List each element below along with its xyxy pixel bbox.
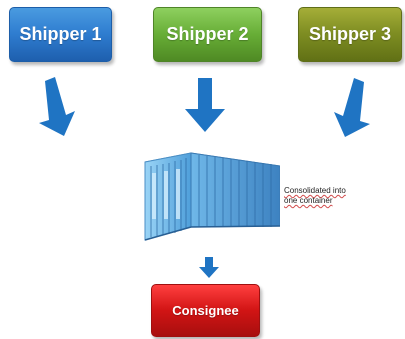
consignee-arrow-icon	[199, 257, 219, 278]
shipper-3-box: Shipper 3	[298, 7, 402, 62]
consolidation-note-line-1: Consolidated into	[284, 186, 346, 195]
consignee-box: Consignee	[151, 284, 260, 337]
shipper-1-box: Shipper 1	[9, 7, 112, 62]
shipper-2-box: Shipper 2	[153, 7, 262, 62]
consolidation-note: Consolidated into one container	[284, 186, 384, 206]
shipper-2-label: Shipper 2	[166, 24, 249, 44]
consignee-label: Consignee	[172, 303, 239, 318]
shipper-2-arrow-icon	[185, 78, 225, 132]
consolidation-note-line-2: one container	[284, 196, 333, 205]
shipper-3-label: Shipper 3	[308, 24, 392, 44]
shipper-1-label: Shipper 1	[19, 24, 102, 44]
shipping-container-icon	[144, 152, 280, 241]
shipper-3-arrow-icon	[334, 78, 370, 137]
shipper-1-arrow-icon	[39, 77, 75, 136]
